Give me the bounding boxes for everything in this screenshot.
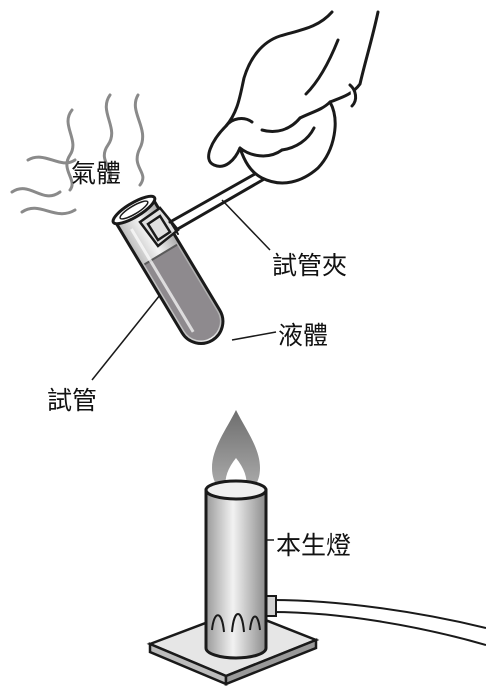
test-tube-clamp-label: 試管夾	[272, 251, 348, 280]
test-tube-clamp	[167, 168, 268, 235]
test-tube	[111, 194, 225, 345]
bunsen-burner	[204, 479, 268, 660]
test-tube-label: 試管	[47, 386, 98, 415]
bunsen-burner-label: 本生燈	[276, 531, 352, 560]
gas-wisps	[10, 93, 145, 216]
liquid	[144, 244, 220, 341]
hand	[207, 10, 380, 185]
liquid-label: 液體	[278, 321, 329, 350]
gas-label: 氣體	[71, 159, 122, 188]
